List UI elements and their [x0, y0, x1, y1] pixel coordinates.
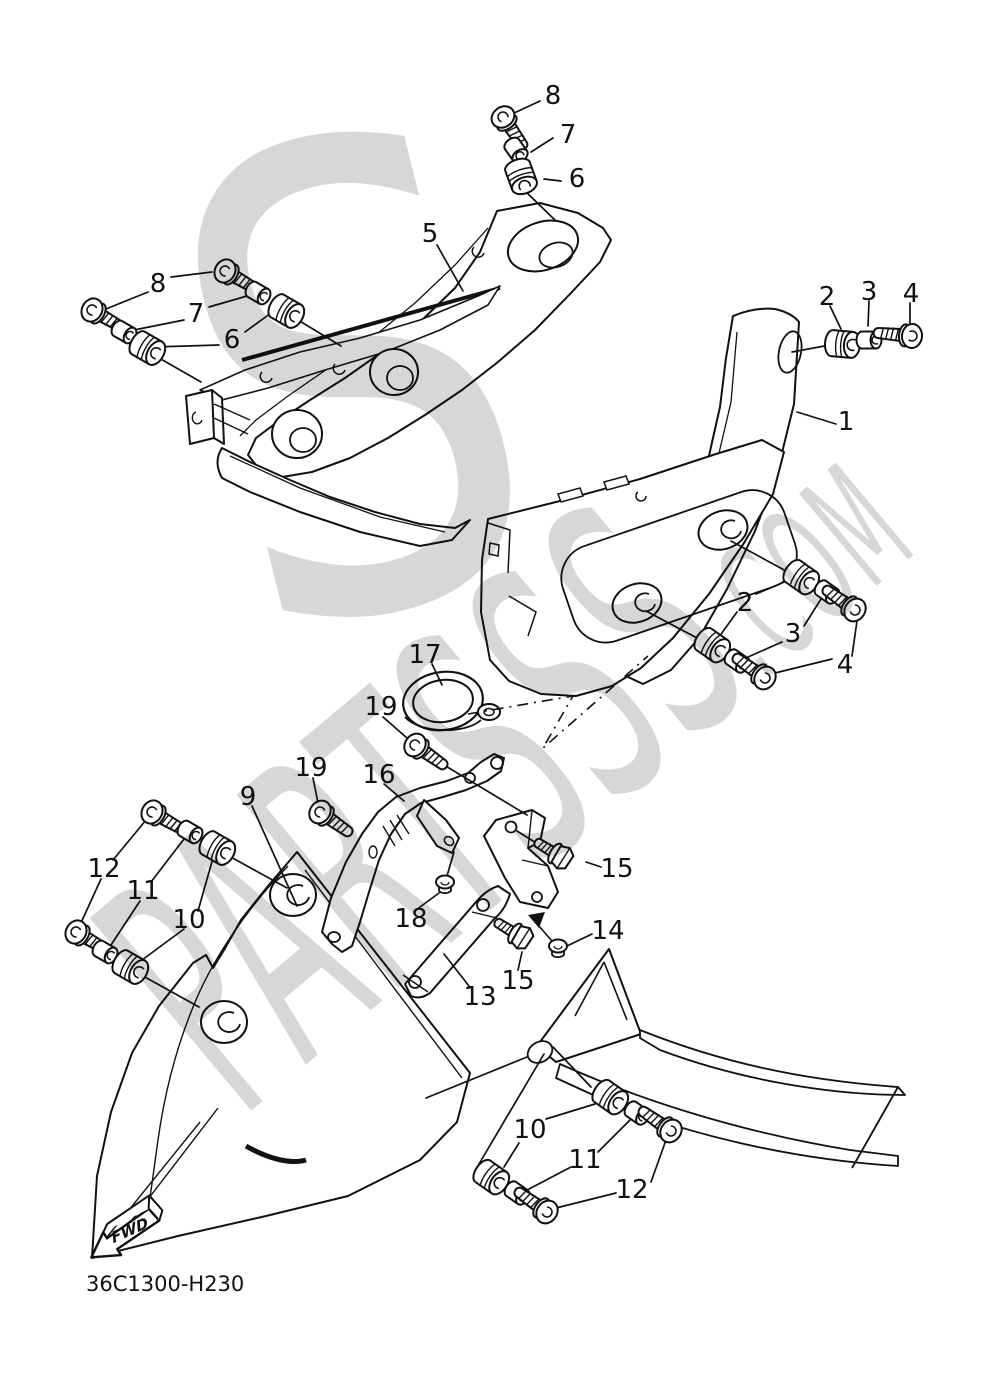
- ring-17: [402, 670, 501, 732]
- panel-1-right-side-cover: [480, 307, 803, 697]
- part-label-10: 10: [172, 905, 205, 935]
- panel-5-top-side-cover: [185, 202, 612, 547]
- bracket-14-stay: [483, 809, 559, 928]
- part-label-11: 11: [126, 876, 159, 906]
- part-label-15: 15: [501, 966, 534, 996]
- part-label-11: 11: [568, 1145, 601, 1175]
- part-label-12: 12: [615, 1175, 648, 1205]
- part-label-18: 18: [394, 904, 427, 934]
- fwd-arrow-icon: FWD: [90, 1194, 164, 1259]
- part-label-5: 5: [422, 219, 439, 249]
- part-label-10: 10: [513, 1115, 546, 1145]
- grommet-icon: [501, 154, 541, 199]
- part-label-3: 3: [861, 277, 878, 307]
- part-label-17: 17: [408, 640, 441, 670]
- part-label-9: 9: [240, 782, 257, 812]
- part-label-1: 1: [838, 407, 855, 437]
- part-label-7: 7: [188, 299, 205, 329]
- grommet-icon: [822, 328, 863, 360]
- part-label-19: 19: [294, 753, 327, 783]
- part-label-8: 8: [150, 269, 167, 299]
- part-label-19: 19: [364, 692, 397, 722]
- part-label-14: 14: [591, 916, 624, 946]
- part-label-3: 3: [785, 619, 802, 649]
- drawing-code: 36C1300-H230: [86, 1272, 244, 1296]
- part-label-6: 6: [569, 164, 586, 194]
- part-label-15: 15: [600, 854, 633, 884]
- part-label-6: 6: [224, 325, 241, 355]
- part-label-2: 2: [737, 588, 754, 618]
- part-label-7: 7: [560, 120, 577, 150]
- part-label-12: 12: [87, 854, 120, 884]
- bracket-16: [321, 753, 505, 953]
- callout-leader-lines: [79, 100, 911, 1209]
- part-label-16: 16: [362, 760, 395, 790]
- panel-rear-blade: [526, 948, 906, 1169]
- part-label-4: 4: [837, 650, 854, 680]
- watermark: S PARTSSS.COM: [34, 0, 948, 1183]
- part-label-2: 2: [819, 282, 836, 312]
- part-label-4: 4: [903, 279, 920, 309]
- bracket-13: [402, 885, 511, 999]
- part-label-13: 13: [463, 982, 496, 1012]
- part-label-8: 8: [545, 81, 562, 111]
- center-dash-line: [467, 655, 649, 749]
